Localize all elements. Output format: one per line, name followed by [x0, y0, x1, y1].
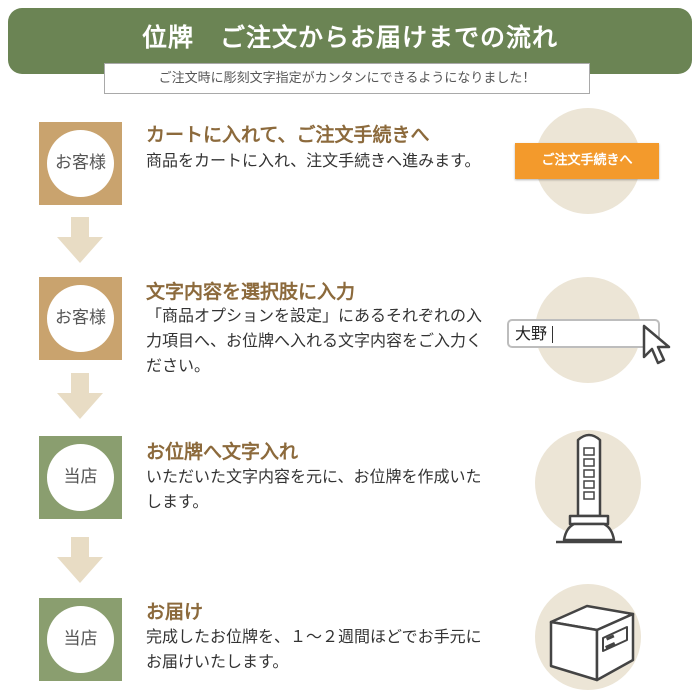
down-arrow-icon	[57, 373, 103, 419]
down-arrow-icon	[57, 217, 103, 263]
step-3-description: いただいた文字内容を元に、お位牌を作成いたします。	[146, 467, 482, 511]
step-2-title: 文字内容を選択肢に入力	[146, 281, 356, 303]
step-1-actor-badge: お客様	[39, 122, 122, 205]
page-title: 位牌 ご注文からお届けまでの流れ	[141, 23, 558, 52]
text-input-value: 大野	[515, 324, 548, 343]
text-input-illustration: 大野	[507, 319, 660, 348]
step-2-actor-label: お客様	[47, 285, 114, 352]
mouse-cursor-icon	[642, 324, 671, 365]
page-subtitle: ご注文時に彫刻文字指定がカンタンにできるようになりました！	[104, 63, 590, 94]
down-arrow-icon	[57, 537, 103, 583]
step-4-description: 完成したお位牌を、１〜２週間ほどでお手元にお届けいたします。	[146, 627, 482, 671]
step-4-actor-badge: 当店	[39, 598, 122, 681]
step-3-actor-badge: 当店	[39, 436, 122, 519]
step-2-description: 「商品オプションを設定」にあるそれぞれの入力項目へ、お位牌へ入れる文字内容をご入…	[146, 306, 483, 375]
ihai-tablet-icon	[556, 433, 622, 544]
step-3-title: お位牌へ文字入れ	[146, 441, 299, 463]
delivery-box-icon	[549, 604, 635, 682]
step-3-actor-label: 当店	[47, 444, 114, 511]
step-2-actor-badge: お客様	[39, 277, 122, 360]
order-procedure-button[interactable]: ご注文手続きへ	[515, 143, 659, 179]
step-1-actor-label: お客様	[47, 130, 114, 197]
step-1-title: カートに入れて、ご注文手続きへ	[146, 124, 430, 146]
step-4-title: お届け	[146, 601, 204, 623]
text-caret	[552, 326, 554, 343]
step-1-description: 商品をカートに入れ、注文手続きへ進みます。	[146, 151, 481, 170]
step-4-actor-label: 当店	[47, 606, 114, 673]
